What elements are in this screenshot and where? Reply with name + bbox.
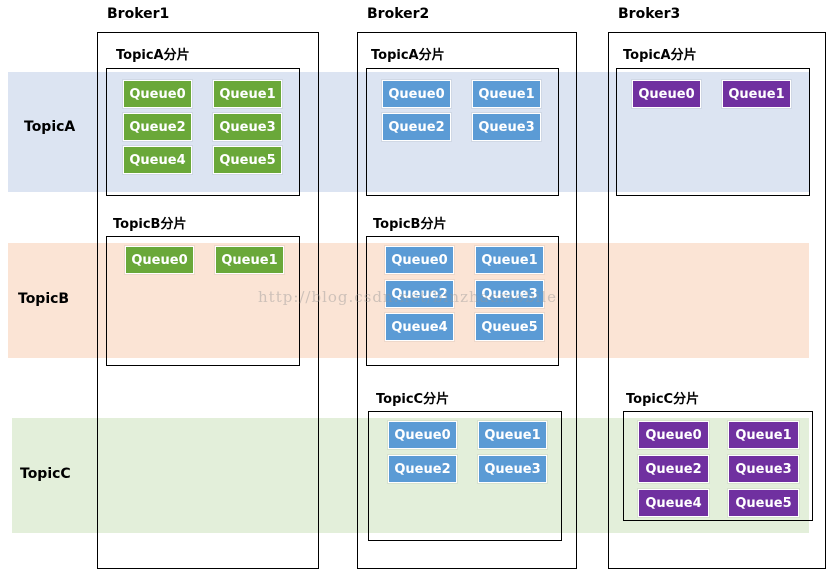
broker2-topic-a-partition [366,68,559,196]
broker2-label: Broker2 [367,6,430,22]
queue: Queue0 [382,80,451,108]
queue: Queue2 [388,455,457,483]
broker2-topic-c-partition-label: TopicC分片 [376,392,450,407]
broker3-label: Broker3 [618,6,681,22]
queue: Queue4 [638,489,709,517]
broker3-box [608,32,826,569]
queue: Queue0 [125,246,194,274]
queue: Queue2 [123,113,192,141]
queue: Queue2 [385,280,454,308]
queue: Queue1 [722,80,791,108]
queue: Queue2 [638,455,709,483]
broker1-box [97,32,319,569]
queue: Queue1 [475,246,544,274]
queue: Queue0 [388,421,457,449]
broker1-topic-b-partition-label: TopicB分片 [113,217,187,232]
queue: Queue3 [213,113,282,141]
broker2-topic-c-partition [368,411,562,541]
broker3-topic-c-partition [623,411,813,521]
queue: Queue1 [472,80,541,108]
topic-a-label: TopicA [24,119,76,135]
topic-b-label: TopicB [18,291,70,307]
watermark-text: http://blog.csdn.net/binzhaomobile [258,288,557,306]
queue: Queue5 [475,313,544,341]
broker2-topic-b-partition-label: TopicB分片 [373,217,447,232]
queue: Queue0 [638,421,709,449]
topic-c-label: TopicC [20,466,71,482]
queue: Queue5 [728,489,799,517]
queue: Queue3 [478,455,547,483]
broker3-topic-a-partition-label: TopicA分片 [623,48,697,63]
broker3-topic-a-partition [616,68,810,196]
queue: Queue3 [475,280,544,308]
broker1-topic-b-partition [106,236,300,366]
broker2-box [357,32,577,569]
queue: Queue1 [213,80,282,108]
broker3-topic-c-partition-label: TopicC分片 [626,392,700,407]
broker1-topic-a-partition [106,68,300,196]
broker1-topic-a-partition-label: TopicA分片 [116,48,190,63]
queue: Queue1 [478,421,547,449]
broker2-topic-a-partition-label: TopicA分片 [371,48,445,63]
queue: Queue0 [632,80,701,108]
queue: Queue5 [213,146,282,174]
queue: Queue0 [385,246,454,274]
broker2-topic-b-partition [366,236,559,366]
queue: Queue4 [385,313,454,341]
queue: Queue0 [123,80,192,108]
queue: Queue4 [123,146,192,174]
queue: Queue3 [472,113,541,141]
queue: Queue2 [382,113,451,141]
broker1-label: Broker1 [107,6,170,22]
queue: Queue3 [728,455,799,483]
queue: Queue1 [728,421,799,449]
queue: Queue1 [215,246,284,274]
